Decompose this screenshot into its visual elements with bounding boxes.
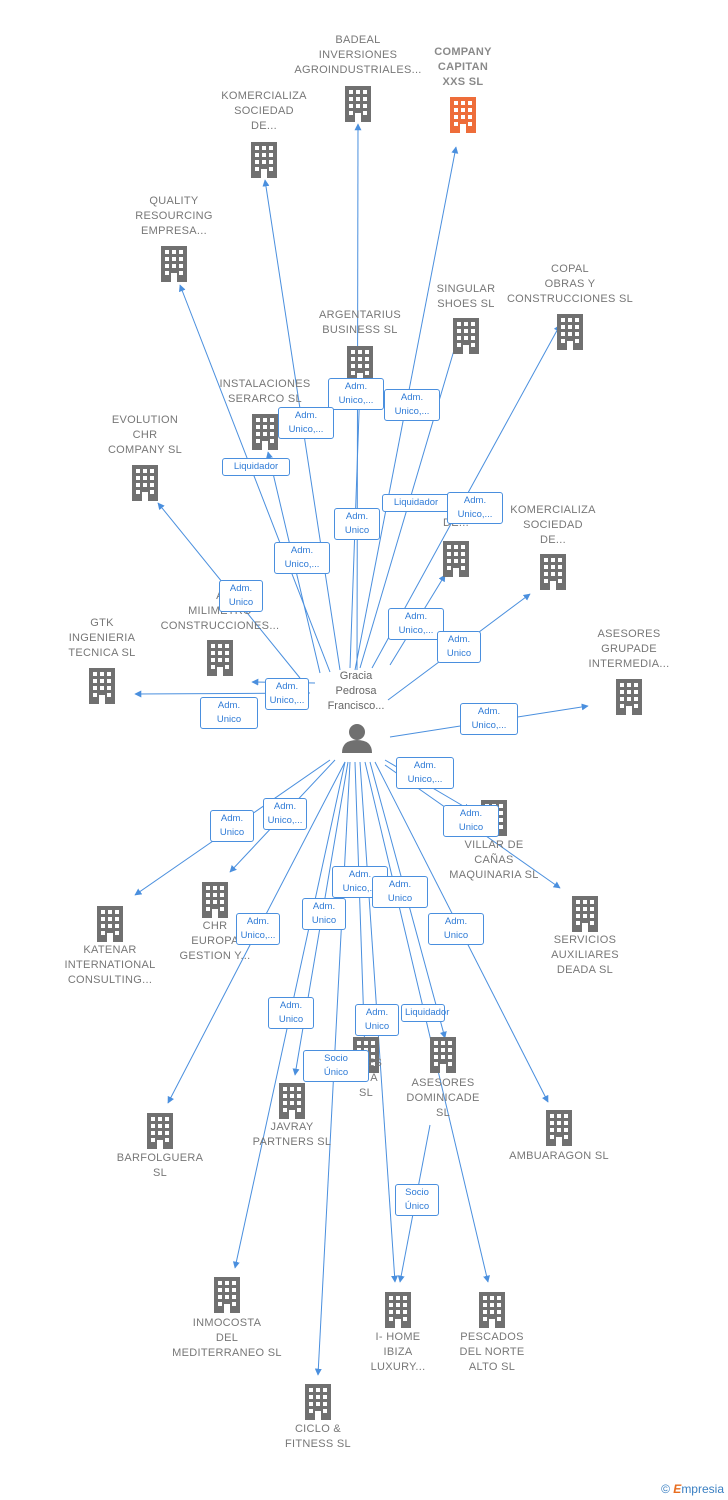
company-copal-building-icon[interactable] <box>557 314 583 350</box>
company-katenar-label[interactable]: KATENAR INTERNATIONAL CONSULTING... <box>64 944 156 986</box>
company-barfolguera-building-icon[interactable] <box>147 1113 173 1149</box>
edge-role-label[interactable]: Adm. Unico,... <box>236 913 280 945</box>
edge-role-label[interactable]: Adm. Unico <box>334 508 380 540</box>
company-komercializa2-label[interactable]: KOMERCIALIZA SOCIEDAD DE... <box>510 504 596 546</box>
brand-e: E <box>673 1482 682 1496</box>
company-pescados-label[interactable]: PESCADOS DEL NORTE ALTO SL <box>459 1331 525 1373</box>
edge-role-label[interactable]: Adm. Unico <box>437 631 481 663</box>
edge-role-label[interactable]: Adm. Unico,... <box>328 378 384 410</box>
edge-role-label[interactable]: Adm. Unico,... <box>447 492 503 524</box>
edge-role-label[interactable]: Adm. Unico <box>302 898 346 930</box>
company-milimetro-building-icon[interactable] <box>207 640 233 676</box>
company-argentarius-building-icon[interactable] <box>347 346 373 382</box>
edge-role-label[interactable]: Adm. Unico,... <box>384 389 440 421</box>
edge-role-label[interactable]: Adm. Unico <box>210 810 254 842</box>
edge-role-label[interactable]: Adm. Unico <box>219 580 263 612</box>
company-katenar-building-icon[interactable] <box>97 906 123 942</box>
company-instalaciones-label[interactable]: INSTALACIONES SERARCO SL <box>219 378 311 405</box>
company-singular-building-icon[interactable] <box>453 318 479 354</box>
company-ihome-label[interactable]: I- HOME IBIZA LUXURY... <box>370 1331 426 1373</box>
edge-role-label[interactable]: Adm. Unico <box>443 805 499 837</box>
company-inmocosta-building-icon[interactable] <box>214 1277 240 1313</box>
edge-line <box>364 761 490 1283</box>
company-komercializa2-building-icon[interactable] <box>540 554 566 590</box>
footer-brand: © Empresia <box>661 1482 724 1496</box>
company-argentarius-label[interactable]: ARGENTARIUS BUSINESS SL <box>319 309 401 336</box>
edge-role-label[interactable]: Adm. Unico,... <box>278 407 334 439</box>
company-ciclo-building-icon[interactable] <box>305 1384 331 1420</box>
company-ambuaragon-label[interactable]: AMBUARAGON SL <box>509 1150 609 1162</box>
company-barfolguera-label[interactable]: BARFOLGUERA SL <box>116 1152 204 1179</box>
company-capitan-label[interactable]: COMPANY CAPITAN XXS SL <box>434 46 492 88</box>
edge-role-label[interactable]: Socio Único <box>303 1050 369 1082</box>
edge-role-label[interactable]: Socio Único <box>395 1184 439 1216</box>
edge-role-label[interactable]: Liquidador <box>222 458 290 476</box>
company-quality-building-icon[interactable] <box>161 246 187 282</box>
company-inter-building-icon[interactable] <box>443 541 469 577</box>
company-quality-label[interactable]: QUALITY RESOURCING EMPRESA... <box>135 195 213 237</box>
copyright-icon: © <box>661 1482 670 1496</box>
company-badeal-label[interactable]: BADEAL INVERSIONES AGROINDUSTRIALES... <box>294 34 422 76</box>
edge-role-label[interactable]: Adm. Unico <box>355 1004 399 1036</box>
company-badeal-building-icon[interactable] <box>345 86 371 122</box>
person-icon[interactable] <box>342 724 372 753</box>
edge-role-label[interactable]: Adm. Unico <box>200 697 258 729</box>
company-evolution-building-icon[interactable] <box>132 465 158 501</box>
edge-role-label[interactable]: Adm. Unico,... <box>265 678 309 710</box>
edge-role-label[interactable]: Adm. Unico,... <box>263 798 307 830</box>
company-komercializa1-building-icon[interactable] <box>251 142 277 178</box>
company-singular-label[interactable]: SINGULAR SHOES SL <box>436 283 496 310</box>
company-gtk-building-icon[interactable] <box>89 668 115 704</box>
company-grupade-label[interactable]: ASESORES GRUPADE INTERMEDIA... <box>588 628 670 670</box>
company-dominicade-label[interactable]: ASESORES DOMINICADE SL <box>406 1077 480 1119</box>
company-chr-label[interactable]: CHR EUROPA GESTION Y... <box>179 920 251 962</box>
company-grupade-building-icon[interactable] <box>616 679 642 715</box>
edge-role-label[interactable]: Liquidador <box>401 1004 449 1022</box>
brand-rest: mpresia <box>681 1482 724 1496</box>
edge-role-label[interactable]: Adm. Unico,... <box>274 542 330 574</box>
company-capitan-building-icon[interactable] <box>450 97 476 133</box>
person-name[interactable]: Gracia Pedrosa Francisco... <box>327 670 385 712</box>
edge-role-label[interactable]: Adm. Unico <box>372 876 428 908</box>
company-deada-building-icon[interactable] <box>572 896 598 932</box>
company-ihome-building-icon[interactable] <box>385 1292 411 1328</box>
company-komercializa1-label[interactable]: KOMERCIALIZA SOCIEDAD DE... <box>221 90 307 132</box>
company-evolution-label[interactable]: EVOLUTION CHR COMPANY SL <box>107 414 183 456</box>
edge-role-label[interactable]: Adm. Unico <box>268 997 314 1029</box>
company-copal-label[interactable]: COPAL OBRAS Y CONSTRUCCIONES SL <box>506 263 634 305</box>
company-deada-label[interactable]: SERVICIOS AUXILIARES DEADA SL <box>551 934 619 976</box>
company-gtk-label[interactable]: GTK INGENIERIA TECNICA SL <box>68 617 136 659</box>
company-ciclo-label[interactable]: CICLO & FITNESS SL <box>285 1423 351 1450</box>
company-instalaciones-building-icon[interactable] <box>252 414 278 450</box>
company-villar-label[interactable]: VILLAR DE CAÑAS MAQUINARIA SL <box>449 839 539 881</box>
edge-role-label[interactable]: Adm. Unico <box>428 913 484 945</box>
edge-role-label[interactable]: Liquidador <box>382 494 450 512</box>
company-chr-building-icon[interactable] <box>202 882 228 918</box>
edge-role-label[interactable]: Adm. Unico,... <box>388 608 444 640</box>
edge-role-label[interactable]: Adm. Unico,... <box>460 703 518 735</box>
edge-role-label[interactable]: Adm. Unico,... <box>396 757 454 789</box>
company-javray-label[interactable]: JAVRAY PARTNERS SL <box>252 1121 332 1148</box>
company-ambuaragon-building-icon[interactable] <box>546 1110 572 1146</box>
company-pescados-building-icon[interactable] <box>479 1292 505 1328</box>
company-inmocosta-label[interactable]: INMOCOSTA DEL MEDITERRANEO SL <box>172 1317 282 1359</box>
